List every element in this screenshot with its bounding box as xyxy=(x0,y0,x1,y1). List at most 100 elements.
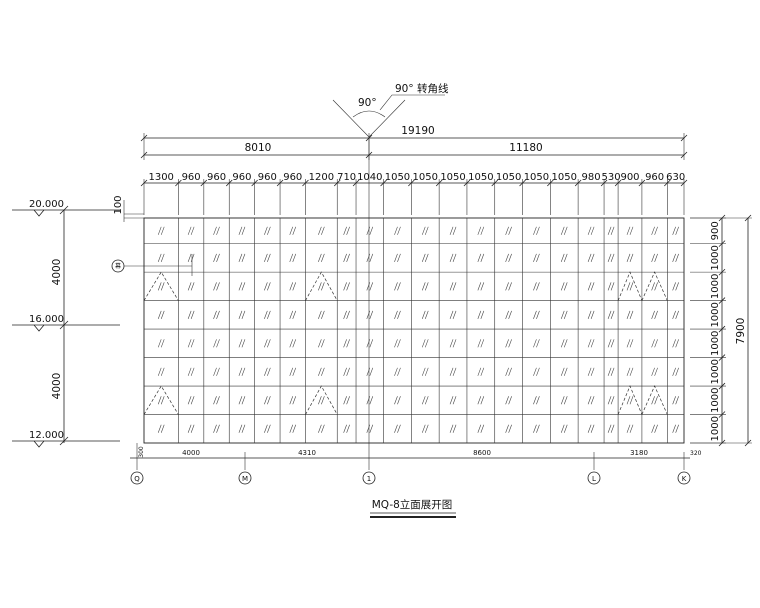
glass-hatch xyxy=(629,424,634,433)
glass-hatch xyxy=(477,310,482,319)
axis-bubble xyxy=(362,471,376,485)
glass-hatch xyxy=(563,226,568,235)
corner-right-ray xyxy=(368,99,406,138)
glass-hatch xyxy=(292,339,297,348)
glass-hatch xyxy=(607,226,612,235)
glass-hatch xyxy=(238,282,243,291)
glass-hatch xyxy=(366,226,371,235)
segment-width-label: 8010 xyxy=(245,142,272,154)
row-height-label: 1000 xyxy=(710,416,721,441)
panel-width-label: 1040 xyxy=(357,172,382,183)
glass-hatch xyxy=(508,367,512,376)
panel-width-label: 530 xyxy=(602,172,621,183)
tick xyxy=(491,179,499,187)
glass-hatch xyxy=(241,282,246,291)
glass-hatch xyxy=(590,339,595,348)
glass-hatch xyxy=(626,282,631,291)
glass-hatch xyxy=(654,282,658,291)
glass-hatch xyxy=(654,424,658,433)
glass-hatch xyxy=(292,367,297,376)
axis-label: M xyxy=(242,475,248,483)
glass-hatch xyxy=(563,424,568,433)
glass-hatch xyxy=(533,253,537,262)
glass-hatch xyxy=(213,310,217,319)
glass-hatch xyxy=(190,310,195,319)
glass-hatch xyxy=(563,396,568,405)
elevation-label: 12.000 xyxy=(29,430,64,441)
glass-hatch xyxy=(216,367,220,376)
glass-hatch xyxy=(264,226,268,235)
tick xyxy=(352,179,360,187)
glass-hatch xyxy=(321,396,325,405)
tick xyxy=(435,179,443,187)
glass-hatch xyxy=(187,282,192,291)
glass-hatch xyxy=(343,367,347,376)
window-opening-mark xyxy=(305,271,338,301)
glass-hatch xyxy=(452,282,457,291)
glass-hatch xyxy=(267,367,271,376)
glass-hatch xyxy=(672,396,676,405)
glass-hatch xyxy=(369,310,374,319)
tick xyxy=(251,179,258,187)
glass-hatch xyxy=(343,282,347,291)
section-marker-label: 幕 xyxy=(115,262,121,270)
glass-hatch xyxy=(264,367,268,376)
glass-hatch xyxy=(480,282,485,291)
glass-hatch xyxy=(607,282,612,291)
glass-hatch xyxy=(533,424,537,433)
curtain-wall-frame xyxy=(143,217,685,444)
glass-hatch xyxy=(629,367,634,376)
window-opening-mark xyxy=(305,385,338,415)
glass-hatch xyxy=(607,339,612,348)
glass-hatch xyxy=(241,424,246,433)
glass-hatch xyxy=(560,282,565,291)
glass-hatch xyxy=(289,424,294,433)
glass-hatch xyxy=(160,310,165,319)
glass-hatch xyxy=(421,226,426,235)
tick xyxy=(380,179,387,187)
glass-hatch xyxy=(452,367,457,376)
window-opening-mark xyxy=(143,271,179,301)
glass-hatch xyxy=(587,396,592,405)
glass-hatch xyxy=(449,282,454,291)
glass-hatch xyxy=(157,424,162,433)
glass-hatch xyxy=(654,396,658,405)
glass-hatch xyxy=(505,226,509,235)
axis-bubble xyxy=(587,471,601,485)
axis-label: K xyxy=(682,475,687,483)
glass-hatch xyxy=(421,367,426,376)
glass-hatch xyxy=(216,339,220,348)
glass-hatch xyxy=(157,282,162,291)
glass-hatch xyxy=(560,367,565,376)
glass-hatch xyxy=(238,253,243,262)
tick xyxy=(140,134,148,142)
glass-hatch xyxy=(536,396,540,405)
corner-note: 90° 转角线 xyxy=(395,82,449,95)
glass-hatch xyxy=(560,226,565,235)
panel-width-label: 960 xyxy=(283,172,302,183)
glass-hatch xyxy=(267,226,271,235)
glass-hatch xyxy=(238,367,243,376)
glass-hatch xyxy=(629,396,634,405)
glass-hatch xyxy=(505,310,509,319)
glass-hatch xyxy=(536,310,540,319)
glass-hatch xyxy=(190,367,195,376)
glass-hatch xyxy=(651,310,655,319)
glass-hatch xyxy=(508,282,512,291)
glass-hatch xyxy=(651,253,655,262)
glass-hatch xyxy=(629,310,634,319)
tick xyxy=(333,179,341,187)
glass-hatch xyxy=(424,424,429,433)
glass-hatch xyxy=(157,396,162,405)
floor-height-label: 4000 xyxy=(51,259,63,286)
glass-hatch xyxy=(629,339,634,348)
tick xyxy=(519,179,526,187)
glass-hatch xyxy=(267,424,271,433)
glass-hatch xyxy=(343,396,347,405)
glass-hatch xyxy=(264,424,268,433)
tick xyxy=(680,179,688,187)
glass-hatch xyxy=(560,253,565,262)
tick xyxy=(276,179,284,187)
glass-hatch xyxy=(238,396,243,405)
glass-hatch xyxy=(672,226,676,235)
